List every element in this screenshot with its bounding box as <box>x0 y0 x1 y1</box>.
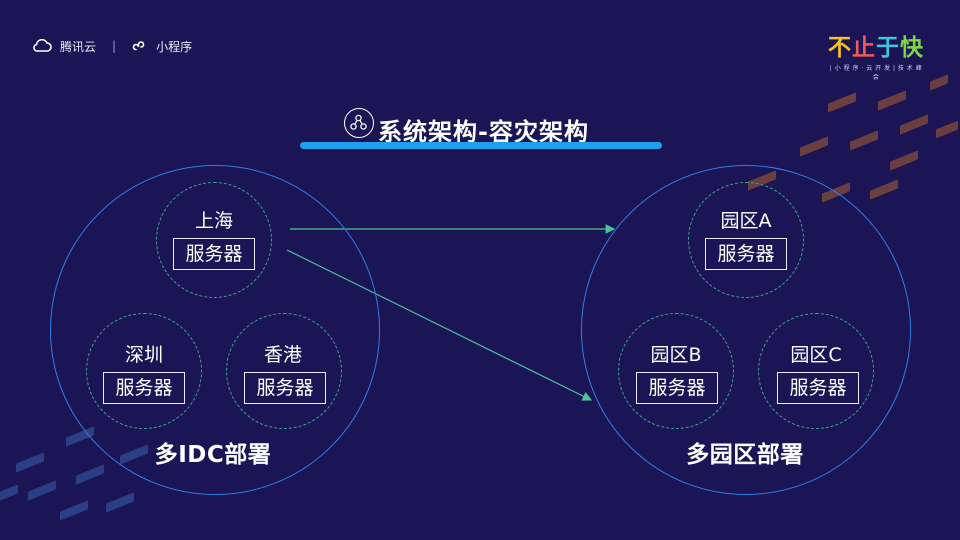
server-box-park-a: 服务器 <box>705 238 787 270</box>
node-circle-hongkong <box>226 313 342 429</box>
server-box-shenzhen: 服务器 <box>103 372 185 404</box>
idc-deployment-label: 多IDC部署 <box>154 442 272 468</box>
node-circle-park-a <box>688 182 804 298</box>
mini-program-label: 小程序 <box>156 39 193 54</box>
page-title: 系统架构-容灾架构 <box>378 118 589 146</box>
park-cluster-circle <box>581 165 911 495</box>
slogan-char: 快 <box>900 35 924 61</box>
node-label-shanghai: 上海 <box>194 210 233 232</box>
server-box-park-b: 服务器 <box>636 372 718 404</box>
node-circle-park-b <box>618 313 734 429</box>
brand-separator: | <box>112 39 117 53</box>
node-label-park-b: 园区B <box>650 344 702 366</box>
park-deployment-label: 多园区部署 <box>686 442 804 468</box>
slogan-logo: 不止于快 | 小 程 序 · 云 开 发 | 技 术 峰 会 <box>826 35 926 81</box>
node-circle-shenzhen <box>86 313 202 429</box>
idc-cluster-circle <box>50 165 380 495</box>
server-box-park-c: 服务器 <box>777 372 859 404</box>
server-box-shanghai: 服务器 <box>173 238 255 270</box>
slogan-char: 于 <box>876 35 900 61</box>
network-node-icon <box>344 108 374 138</box>
node-label-hongkong: 香港 <box>263 344 302 366</box>
node-label-park-a: 园区A <box>720 210 772 232</box>
node-circle-park-c <box>758 313 874 429</box>
slide-title: 系统架构-容灾架构 <box>300 106 662 150</box>
node-label-shenzhen: 深圳 <box>124 344 163 366</box>
slogan-char: 止 <box>852 35 876 61</box>
mini-program-icon <box>132 41 145 51</box>
node-circle-shanghai <box>156 182 272 298</box>
brand-name: 腾讯云 <box>60 39 97 54</box>
cloud-logo-icon <box>33 39 52 52</box>
slogan-subtitle: | 小 程 序 · 云 开 发 | 技 术 峰 会 <box>829 65 923 81</box>
slogan-title: 不止于快 <box>826 35 926 61</box>
title-underline <box>300 142 662 149</box>
server-box-hongkong: 服务器 <box>244 372 326 404</box>
brand-header: 腾讯云 | 小程序 <box>32 37 192 55</box>
node-label-park-c: 园区C <box>790 344 842 366</box>
slogan-char: 不 <box>828 35 852 61</box>
